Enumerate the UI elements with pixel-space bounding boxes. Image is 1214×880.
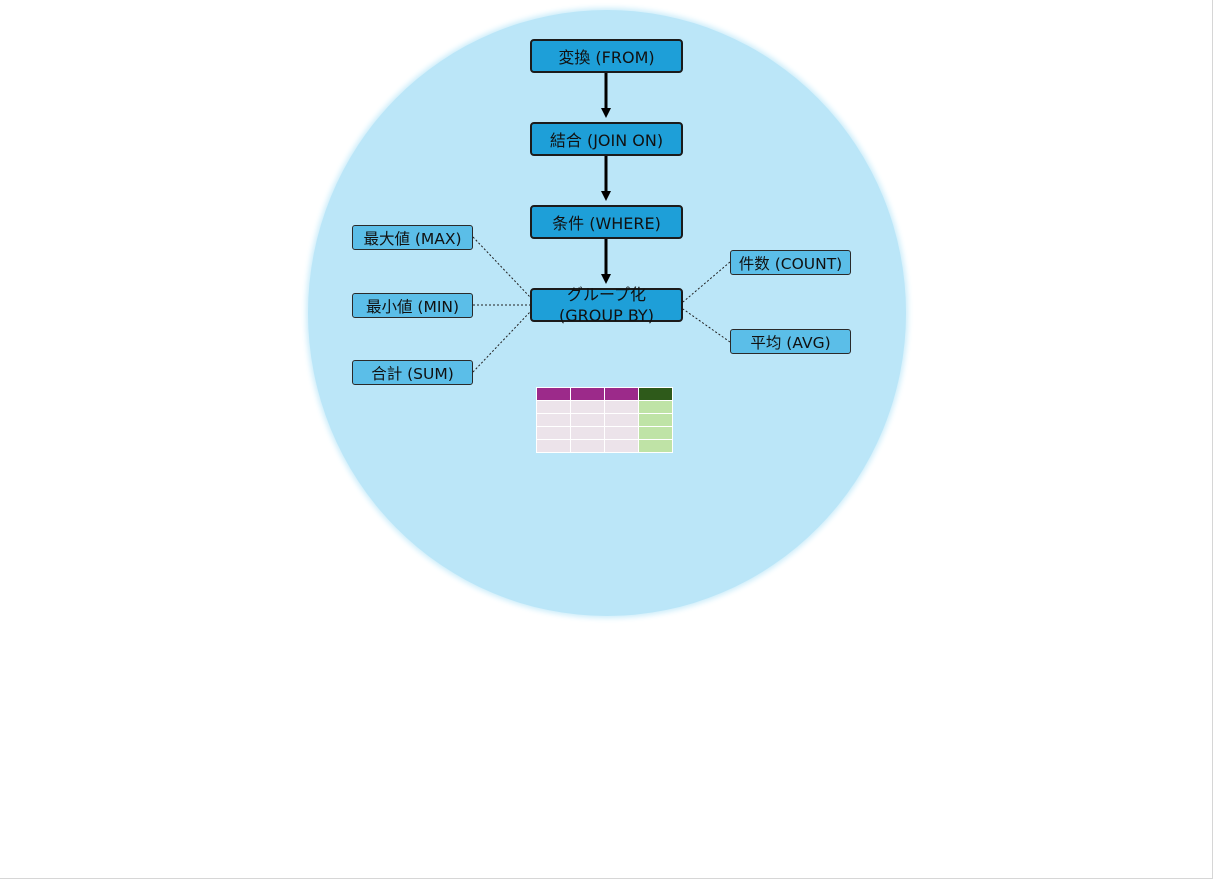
table-key-cell	[638, 413, 673, 427]
from-node-label: 変換 (FROM)	[558, 48, 655, 67]
connector-max	[472, 236, 531, 298]
min-node-label: 最小値 (MIN)	[365, 297, 460, 316]
group-by-node: グループ化 (GROUP BY)	[530, 285, 683, 325]
table-cell	[570, 439, 605, 453]
min-node: 最小値 (MIN)	[352, 293, 473, 318]
where-node-label: 条件 (WHERE)	[552, 214, 661, 233]
avg-node-label: 平均 (AVG)	[750, 333, 831, 352]
where-node: 条件 (WHERE)	[530, 205, 683, 239]
from-node: 変換 (FROM)	[530, 39, 683, 73]
table-cell	[536, 413, 571, 427]
table-cell	[604, 426, 639, 440]
table-header-cell	[536, 387, 571, 401]
table-cell	[570, 426, 605, 440]
table-cell	[604, 439, 639, 453]
table-key-cell	[638, 400, 673, 414]
table-cell	[604, 400, 639, 414]
table-row	[536, 426, 673, 440]
table-row	[536, 400, 673, 414]
table-header-row	[536, 387, 673, 401]
avg-node: 平均 (AVG)	[730, 329, 851, 354]
table-row	[536, 439, 673, 453]
result-table-icon	[536, 387, 673, 453]
connector-count	[682, 261, 731, 303]
table-header-cell	[604, 387, 639, 401]
table-key-cell	[638, 439, 673, 453]
join-node: 結合 (JOIN ON)	[530, 122, 683, 156]
table-cell	[536, 400, 571, 414]
join-node-label: 結合 (JOIN ON)	[549, 131, 664, 150]
connector-sum	[472, 311, 531, 373]
max-node-label: 最大値 (MAX)	[363, 229, 462, 248]
table-cell	[570, 413, 605, 427]
sum-node-label: 合計 (SUM)	[371, 364, 454, 383]
table-cell	[536, 426, 571, 440]
count-node-label: 件数 (COUNT)	[738, 254, 843, 273]
table-header-cell	[570, 387, 605, 401]
count-node: 件数 (COUNT)	[730, 250, 851, 275]
table-header-key-cell	[638, 387, 673, 401]
max-node: 最大値 (MAX)	[352, 225, 473, 250]
connector-avg	[682, 308, 731, 343]
group-by-label-line2: (GROUP BY)	[559, 306, 654, 325]
table-cell	[604, 413, 639, 427]
table-cell	[536, 439, 571, 453]
table-cell	[570, 400, 605, 414]
table-row	[536, 413, 673, 427]
sum-node: 合計 (SUM)	[352, 360, 473, 385]
table-key-cell	[638, 426, 673, 440]
group-by-label-line1: グループ化	[566, 285, 647, 304]
